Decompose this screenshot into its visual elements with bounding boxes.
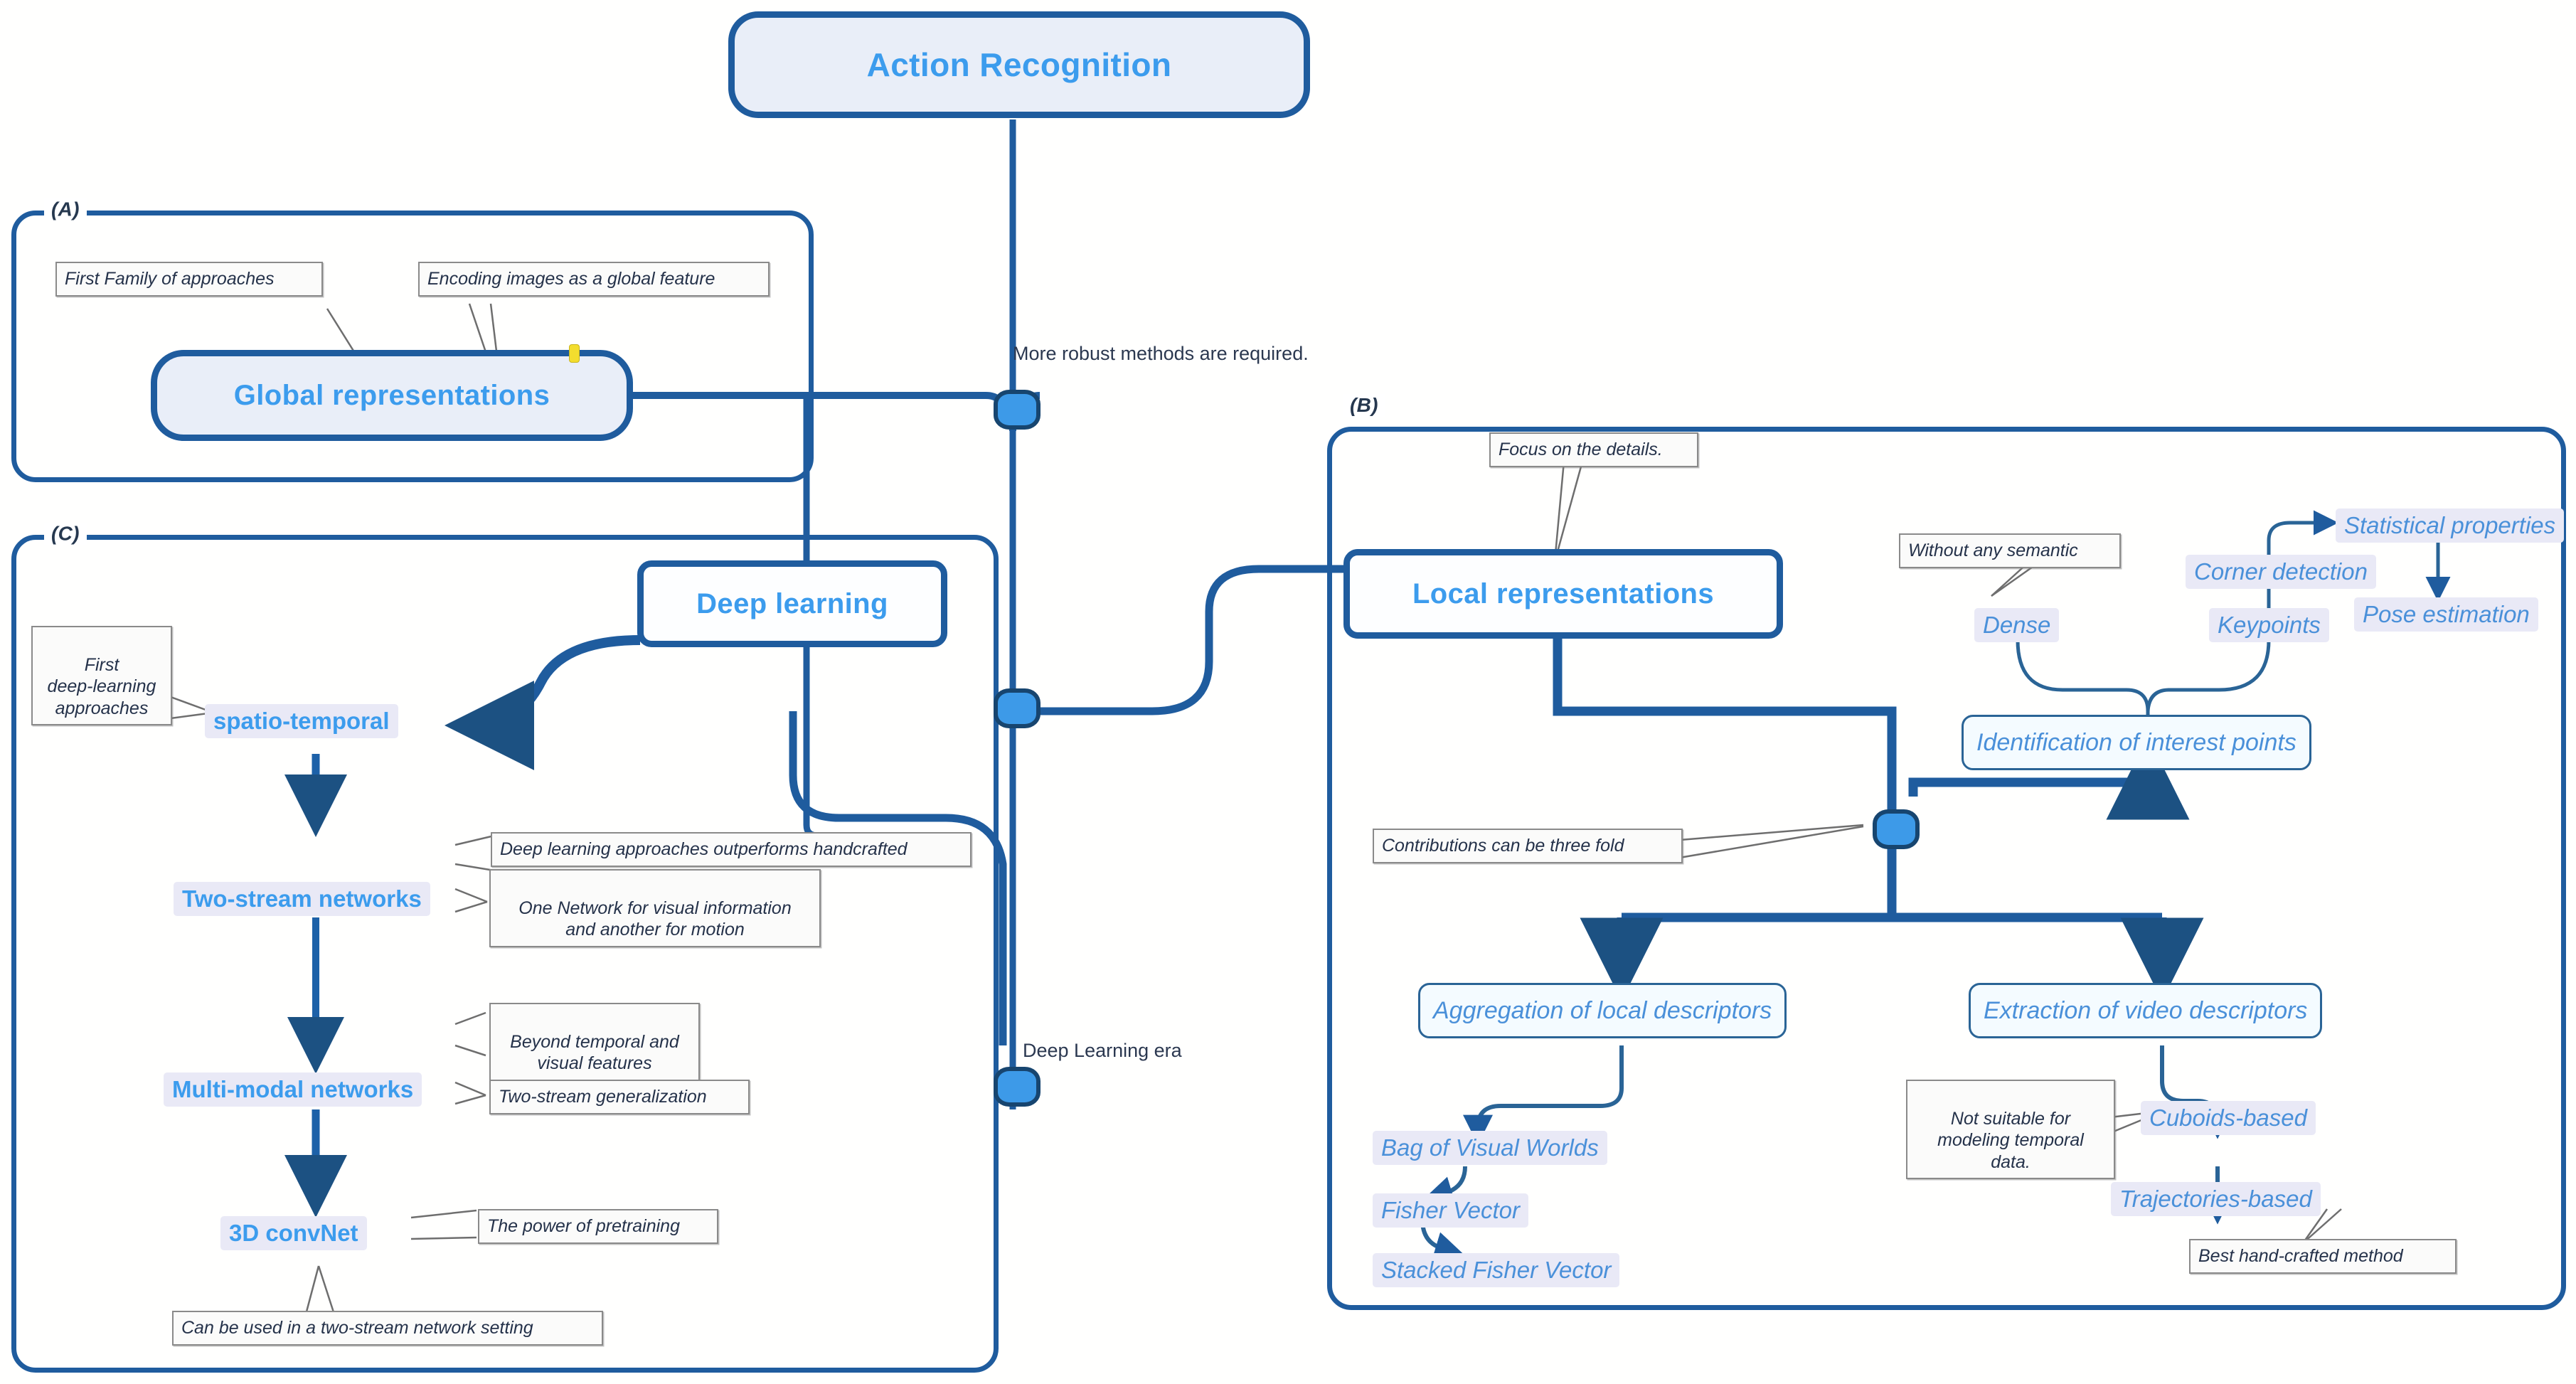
note-best-handcrafted-method: Best hand-crafted method	[2189, 1239, 2457, 1274]
node-keypoints[interactable]: Keypoints	[2209, 608, 2329, 642]
note-deep-learning-outperforms: Deep learning approaches outperforms han…	[491, 832, 972, 867]
node-trajectories-based[interactable]: Trajectories-based	[2111, 1182, 2321, 1216]
node-label: Two-stream networks	[182, 885, 422, 912]
note-first-deep-learning-approaches: First deep-learning approaches	[31, 626, 172, 725]
note-focus-on-details: Focus on the details.	[1489, 432, 1698, 467]
note-text: One Network for visual information and a…	[518, 898, 792, 940]
note-first-family: First Family of approaches	[55, 262, 323, 297]
node-label: Multi-modal networks	[172, 1076, 414, 1102]
note-encoding-global-feature: Encoding images as a global feature	[418, 262, 770, 297]
junction-node-local[interactable]	[994, 688, 1040, 728]
node-label: Global representations	[233, 379, 550, 411]
node-label: Stacked Fisher Vector	[1381, 1257, 1612, 1283]
section-a-tag: (A)	[44, 198, 87, 221]
node-cuboids-based[interactable]: Cuboids-based	[2141, 1101, 2316, 1135]
node-label: Extraction of video descriptors	[1984, 996, 2308, 1024]
note-two-stream-network-setting: Can be used in a two-stream network sett…	[172, 1311, 603, 1346]
note-text: Focus on the details.	[1499, 440, 1663, 459]
root-node-label: Action Recognition	[866, 46, 1172, 83]
spine-label-deep-learning-era: Deep Learning era	[1023, 1040, 1182, 1061]
section-c-frame	[11, 535, 999, 1373]
node-label: Identification of interest points	[1976, 728, 2296, 756]
note-text: The power of pretraining	[487, 1216, 680, 1236]
note-text: Not suitable for modeling temporal data.	[1937, 1108, 2084, 1172]
node-spatio-temporal[interactable]: spatio-temporal	[205, 704, 398, 738]
node-label: spatio-temporal	[213, 708, 390, 734]
section-b-tag: (B)	[1343, 394, 1385, 417]
note-text: First deep-learning approaches	[47, 654, 156, 718]
node-label: Keypoints	[2218, 612, 2321, 638]
note-not-suitable-temporal: Not suitable for modeling temporal data.	[1906, 1080, 2115, 1179]
node-corner-detection[interactable]: Corner detection	[2186, 555, 2376, 589]
section-b-frame	[1327, 427, 2566, 1310]
junction-node-robust[interactable]	[994, 390, 1040, 430]
note-text: Two-stream generalization	[499, 1087, 707, 1107]
node-label: Dense	[1983, 612, 2051, 638]
section-c-tag: (C)	[44, 522, 87, 545]
note-without-any-semantic: Without any semantic	[1899, 533, 2121, 568]
node-label: Statistical properties	[2344, 512, 2556, 538]
node-label: Cuboids-based	[2149, 1104, 2307, 1131]
node-label: Pose estimation	[2363, 601, 2530, 627]
note-text: Can be used in a two-stream network sett…	[181, 1318, 533, 1338]
node-label: Trajectories-based	[2119, 1186, 2312, 1212]
node-two-stream-networks[interactable]: Two-stream networks	[174, 882, 430, 916]
node-label: Fisher Vector	[1381, 1197, 1521, 1223]
node-dense[interactable]: Dense	[1974, 608, 2060, 642]
note-text: Contributions can be three fold	[1382, 836, 1624, 856]
pin-marker-icon	[569, 344, 580, 363]
note-contributions-three-fold: Contributions can be three fold	[1373, 829, 1683, 863]
note-text: Encoding images as a global feature	[427, 269, 715, 289]
node-pose-estimation[interactable]: Pose estimation	[2354, 597, 2538, 632]
section-a-frame	[11, 211, 814, 482]
node-label: Local representations	[1412, 577, 1715, 610]
node-aggregation-local-descriptors[interactable]: Aggregation of local descriptors	[1418, 983, 1787, 1038]
node-deep-learning[interactable]: Deep learning	[637, 560, 947, 647]
node-fisher-vector[interactable]: Fisher Vector	[1373, 1193, 1529, 1228]
note-two-stream-generalization: Two-stream generalization	[489, 1080, 750, 1114]
note-text: First Family of approaches	[65, 269, 275, 289]
node-label: Corner detection	[2194, 558, 2368, 585]
node-bag-of-visual-worlds[interactable]: Bag of Visual Worlds	[1373, 1131, 1607, 1165]
node-statistical-properties[interactable]: Statistical properties	[2336, 509, 2565, 543]
node-global-representations[interactable]: Global representations	[151, 350, 633, 441]
note-text: Without any semantic	[1908, 541, 2078, 560]
note-power-of-pretraining: The power of pretraining	[478, 1209, 718, 1244]
node-extraction-video-descriptors[interactable]: Extraction of video descriptors	[1969, 983, 2323, 1038]
note-text: Beyond temporal and visual features	[510, 1031, 679, 1074]
node-label: Aggregation of local descriptors	[1433, 996, 1772, 1024]
node-stacked-fisher-vector[interactable]: Stacked Fisher Vector	[1373, 1253, 1620, 1287]
note-text: Deep learning approaches outperforms han…	[500, 839, 908, 859]
spine-label-robust-methods: More robust methods are required.	[1013, 343, 1309, 364]
root-node-action-recognition[interactable]: Action Recognition	[728, 11, 1310, 118]
junction-node-deep-learning-era[interactable]	[994, 1067, 1040, 1107]
node-label: 3D convNet	[229, 1220, 358, 1246]
junction-node-contributions[interactable]	[1873, 809, 1920, 849]
node-multi-modal-networks[interactable]: Multi-modal networks	[164, 1072, 422, 1107]
note-text: Best hand-crafted method	[2198, 1246, 2403, 1266]
node-label: Bag of Visual Worlds	[1381, 1134, 1599, 1161]
node-identification-interest-points[interactable]: Identification of interest points	[1962, 715, 2311, 770]
note-beyond-temporal-visual: Beyond temporal and visual features	[489, 1003, 700, 1081]
node-local-representations[interactable]: Local representations	[1343, 549, 1783, 639]
note-one-network-visual-motion: One Network for visual information and a…	[489, 869, 821, 947]
node-label: Deep learning	[696, 587, 888, 619]
node-3d-convnet[interactable]: 3D convNet	[220, 1216, 367, 1250]
